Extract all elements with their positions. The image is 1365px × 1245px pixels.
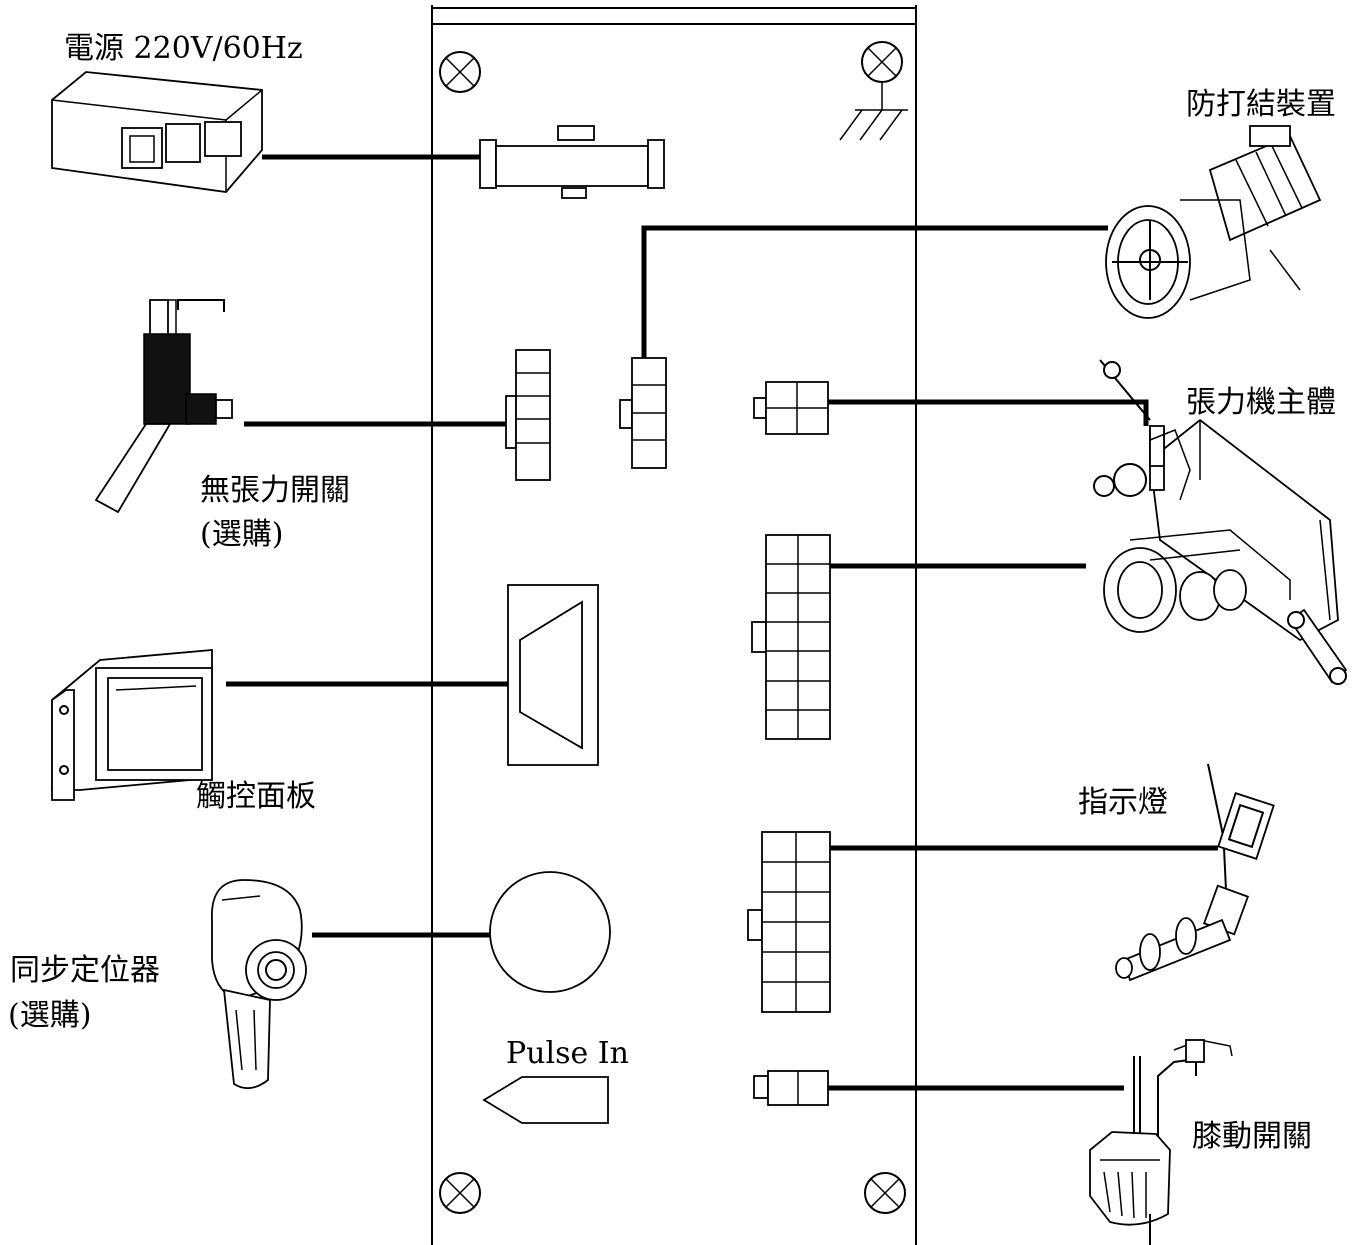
sync-positioner-icon [211, 879, 307, 1090]
sync-positioner-optional-label: (選購) [8, 998, 91, 1033]
sync-positioner-connector [489, 871, 611, 993]
touch-panel-label: 觸控面板 [196, 779, 316, 814]
no-tension-switch-label: 無張力開關 [200, 473, 350, 508]
screw-icon [439, 1172, 481, 1214]
anti-knot-label: 防打結裝置 [1186, 87, 1336, 122]
tension-machine-body-label: 張力機主體 [1186, 385, 1336, 420]
knee-switch-label: 膝動開關 [1192, 1119, 1312, 1154]
power-box-icon [51, 71, 263, 193]
pulse-in-connector [482, 1076, 609, 1124]
power-label: 電源 220V/60Hz [64, 31, 303, 66]
touch-panel-icon [51, 649, 213, 801]
tension-body-large-connector [751, 534, 831, 740]
knee-switch-connector [753, 1070, 829, 1106]
touch-panel-connector [507, 584, 599, 766]
no-tension-switch-icon [94, 299, 233, 514]
no-tension-switch-connector [505, 349, 551, 481]
sync-positioner-label: 同步定位器 [10, 953, 160, 988]
control-box-panel [431, 5, 917, 1245]
power-inlet-connector [479, 125, 665, 199]
indicator-light-connector [747, 831, 831, 1013]
pulse-in-label: Pulse In [506, 1036, 629, 1071]
anti-knot-connector [619, 357, 667, 469]
screw-icon [861, 41, 903, 83]
tension-body-small-connector [753, 381, 829, 435]
tension-body-small-cable [828, 399, 1149, 426]
indicator-light-icon [1115, 763, 1275, 982]
screw-icon [864, 1172, 906, 1214]
knee-switch-icon [1089, 1039, 1233, 1245]
anti-knot-cable [641, 225, 1108, 358]
screw-icon [439, 51, 481, 93]
indicator-light-label: 指示燈 [1078, 785, 1168, 820]
ground-icon [839, 82, 908, 141]
cables [226, 154, 1218, 1091]
anti-knot-device-icon [1105, 125, 1322, 319]
no-tension-switch-optional-label: (選購) [200, 517, 283, 552]
tension-machine-body-icon [1093, 359, 1348, 685]
